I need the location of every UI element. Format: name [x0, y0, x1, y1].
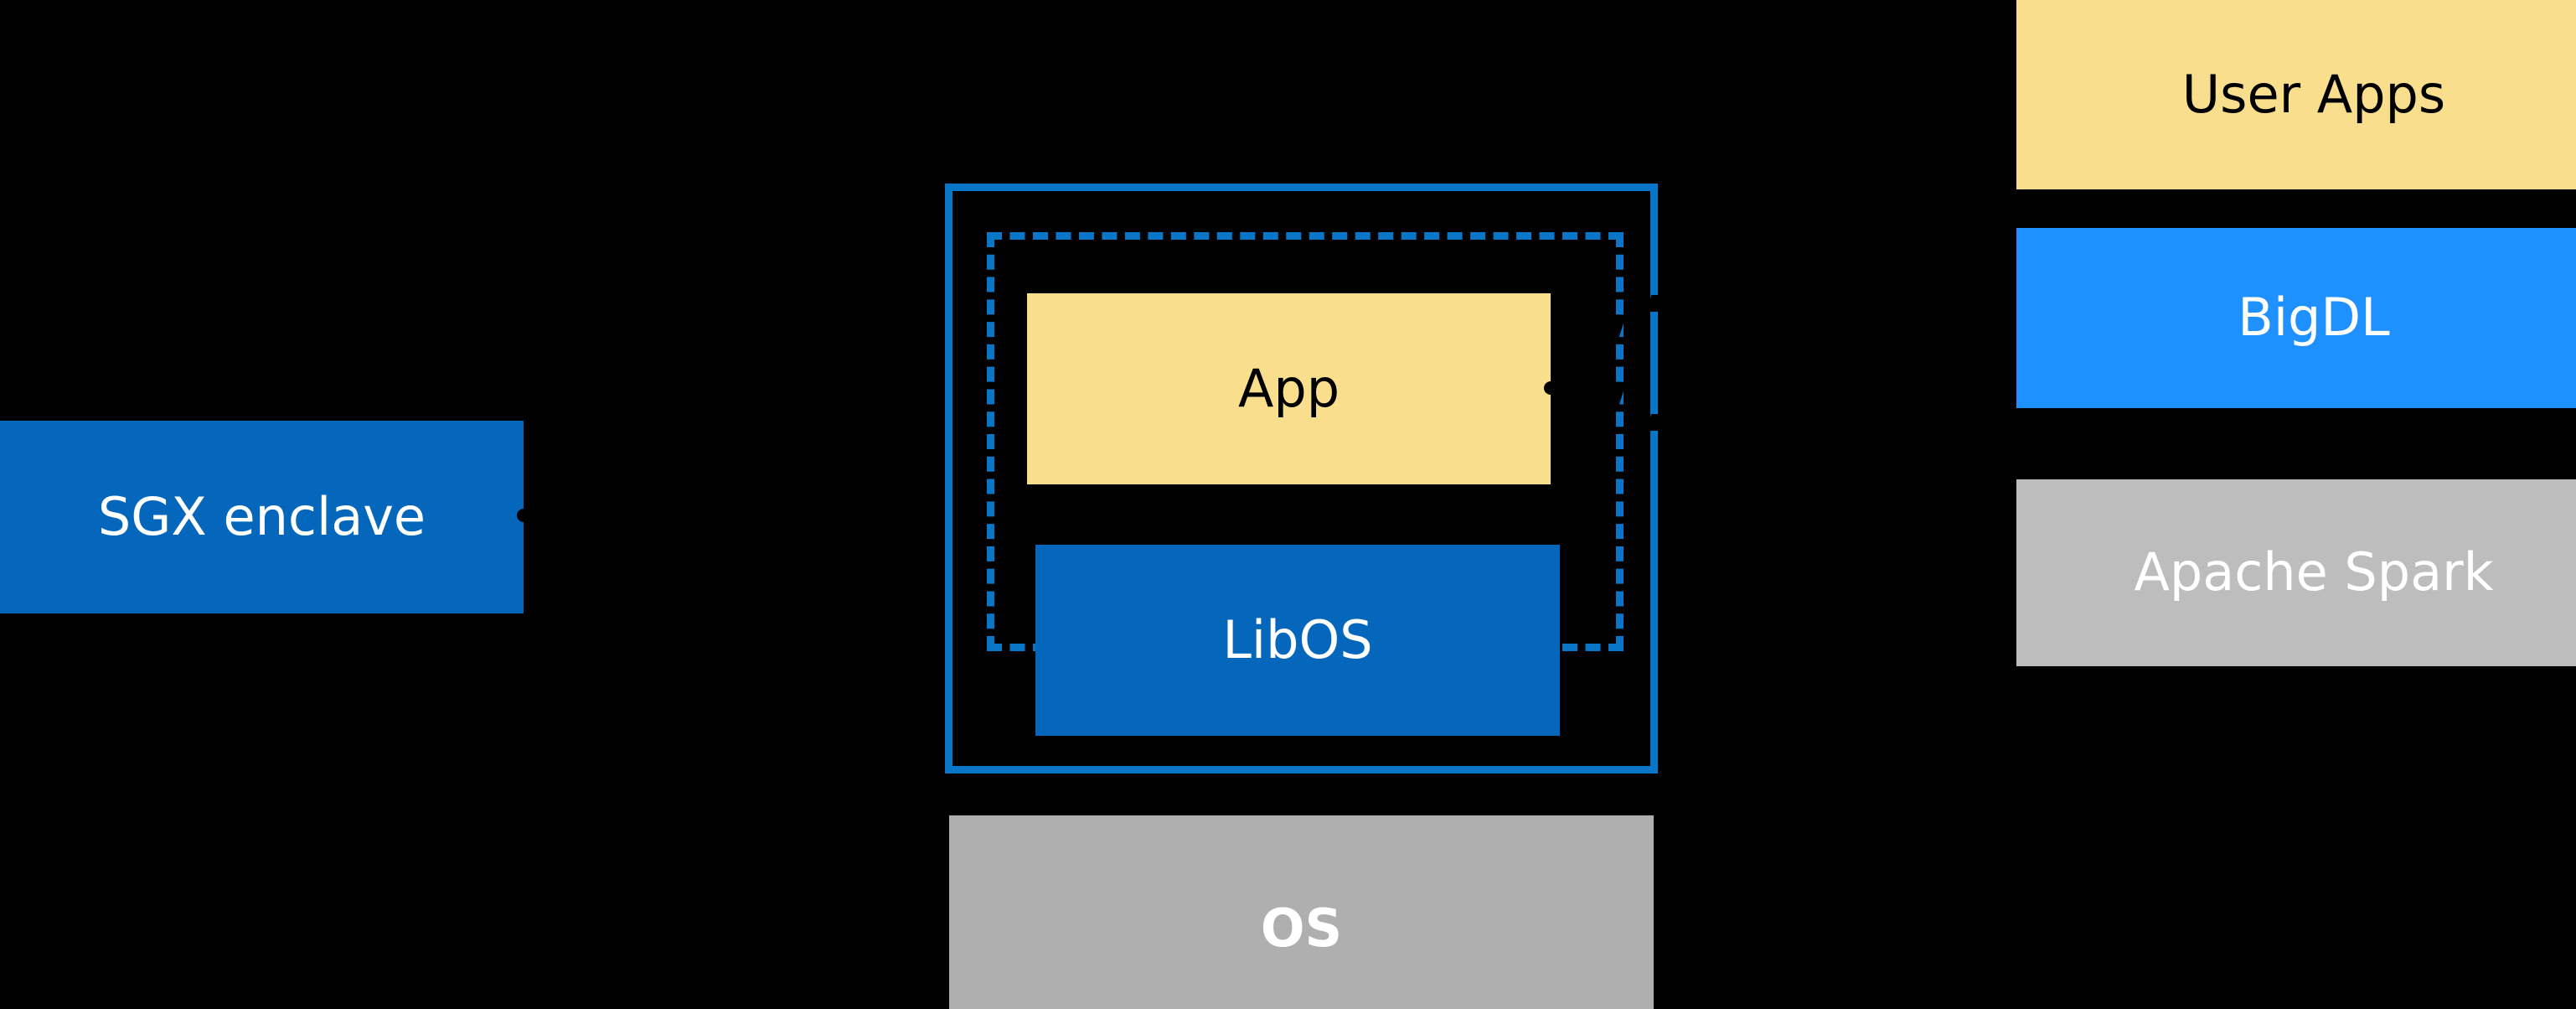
apache-spark-label: Apache Spark	[2134, 541, 2494, 603]
os-box[interactable]: OS	[949, 815, 1654, 1009]
bigdl-box[interactable]: BigDL	[2016, 228, 2576, 408]
bigdl-label: BigDL	[2238, 287, 2390, 349]
app-connector-arrowhead-icon	[1544, 381, 1557, 395]
app-label: App	[1237, 357, 1340, 419]
libos-label: LibOS	[1222, 608, 1373, 670]
os-label: OS	[1260, 897, 1343, 959]
user-apps-label: User Apps	[2181, 63, 2446, 125]
app-box[interactable]: App	[1027, 293, 1551, 484]
apache-spark-box[interactable]: Apache Spark	[2016, 479, 2576, 666]
user-apps-box[interactable]: User Apps	[2016, 0, 2576, 189]
sgx-enclave-box[interactable]: SGX enclave	[0, 421, 524, 613]
sgx-connector-arrowhead-icon	[517, 509, 530, 522]
libos-box[interactable]: LibOS	[1035, 545, 1560, 736]
sgx-enclave-label: SGX enclave	[97, 485, 426, 547]
enclave-container-outline	[945, 184, 1658, 774]
